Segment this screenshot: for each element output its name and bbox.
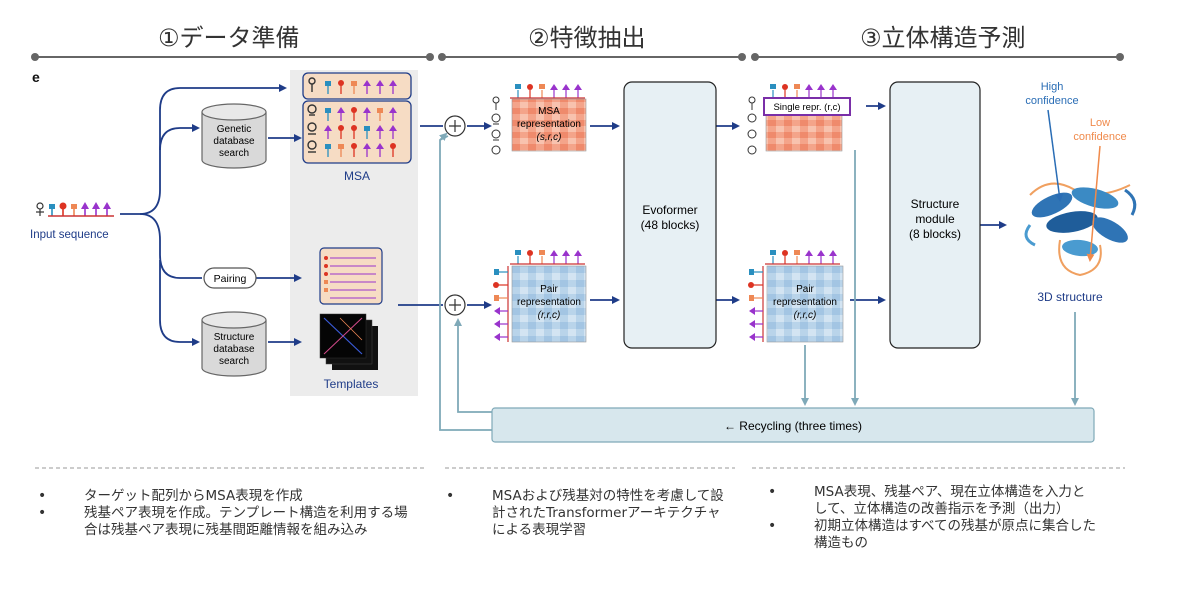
pairing-label: Pairing	[214, 273, 247, 285]
evoformer-line1: Evoformer	[642, 203, 697, 217]
note-1-1: ターゲット配列からMSA表現を作成	[38, 488, 408, 505]
stage-title-feature-extraction: ②特徴抽出	[528, 24, 646, 52]
low-confidence-line1: Low	[1090, 117, 1110, 129]
high-confidence-line1: High	[1041, 81, 1064, 93]
structure-database-cylinder: Structure database search	[201, 311, 267, 377]
notes-column-2: MSAおよび残基対の特性を考慮して設計されたTransformerアーキテクチャ…	[446, 488, 726, 539]
input-branch-arrows	[120, 84, 302, 346]
note-1-2: 残基ペア表現を作成。テンプレート構造を利用する場合は残基ペア表現に残基間距離情報…	[38, 505, 408, 539]
msa-residue-markers	[324, 80, 397, 157]
high-confidence-arrow	[1047, 109, 1064, 202]
note-3-1: MSA表現、残基ペア、現在立体構造を入力として、立体構造の改善指示を予測（出力）	[768, 484, 1098, 518]
alphafold-pipeline-diagram: e Input sequence Genetic database s	[30, 53, 1137, 469]
note-3-2: 初期立体構造はすべての残基が原点に集合した構造もの	[768, 518, 1098, 552]
pair-repr-line3: (r,r,c)	[538, 310, 561, 321]
notes-column-3: MSA表現、残基ペア、現在立体構造を入力として、立体構造の改善指示を予測（出力）…	[768, 484, 1098, 552]
structure-3d-label: 3D structure	[1037, 290, 1103, 304]
evoformer-block	[623, 81, 717, 349]
templates-stack	[319, 313, 378, 370]
pair-repr-out-line3: (r,r,c)	[794, 310, 817, 321]
input-sequence-label: Input sequence	[30, 229, 109, 241]
msa-repr-line3: (s,r,c)	[537, 132, 562, 143]
panel-letter: e	[32, 69, 40, 85]
pair-repr-out-line2: representation	[773, 297, 837, 308]
pair-repr-line2: representation	[517, 297, 581, 308]
msa-representation-block: MSA representation (s,r,c)	[491, 84, 587, 155]
recycling-bar	[491, 407, 1095, 443]
note-2-1: MSAおよび残基対の特性を考慮して設計されたTransformerアーキテクチャ…	[446, 488, 726, 539]
evoformer-line2: (48 blocks)	[641, 218, 700, 232]
low-confidence-arrow	[1086, 145, 1101, 262]
pair-representation-block: Pair representation (r,r,c)	[493, 250, 587, 343]
recycling-label: ← Recycling (three times)	[724, 419, 862, 433]
pair-repr-out-line1: Pair	[796, 284, 814, 295]
single-representation-block: Single repr. (r,c)	[747, 84, 851, 155]
pair-repr-line1: Pair	[540, 284, 558, 295]
stage-title-structure-prediction: ③立体構造予測	[860, 24, 1026, 52]
msa-label: MSA	[344, 169, 370, 183]
genetic-database-cylinder: Genetic database search	[201, 103, 267, 169]
merge-arrows	[398, 102, 1007, 309]
pairing-grid	[319, 247, 383, 305]
pair-representation-output-block: Pair representation (r,r,c)	[748, 250, 844, 343]
msa-repr-line1: MSA	[538, 106, 560, 117]
high-confidence-line2: confidence	[1025, 95, 1078, 107]
timeline	[31, 53, 1124, 61]
low-confidence-line2: confidence	[1073, 131, 1126, 143]
protein-3d-structure	[1024, 182, 1137, 277]
single-repr-label: Single repr. (r,c)	[773, 102, 840, 113]
notes-column-1: ターゲット配列からMSA表現を作成 残基ペア表現を作成。テンプレート構造を利用す…	[38, 488, 408, 539]
structure-module-line3: (8 blocks)	[909, 227, 961, 241]
genetic-search-line3: search	[219, 148, 249, 159]
structure-search-line3: search	[219, 356, 249, 367]
templates-label: Templates	[324, 377, 379, 391]
structure-module-line1: Structure	[911, 197, 960, 211]
structure-module-line2: module	[915, 212, 955, 226]
structure-search-line2: database	[213, 344, 255, 355]
input-sequence-glyph	[36, 202, 114, 217]
structure-search-line1: Structure	[214, 332, 255, 343]
genetic-search-line1: Genetic	[217, 124, 251, 135]
structure-module-block	[889, 81, 981, 349]
stage-title-data-prep: ①データ準備	[158, 24, 300, 52]
msa-repr-line2: representation	[517, 119, 581, 130]
pairing-pill	[203, 267, 257, 289]
genetic-search-line2: database	[213, 136, 255, 147]
msa-stack	[302, 72, 412, 164]
recycling-arrows	[438, 132, 1079, 431]
